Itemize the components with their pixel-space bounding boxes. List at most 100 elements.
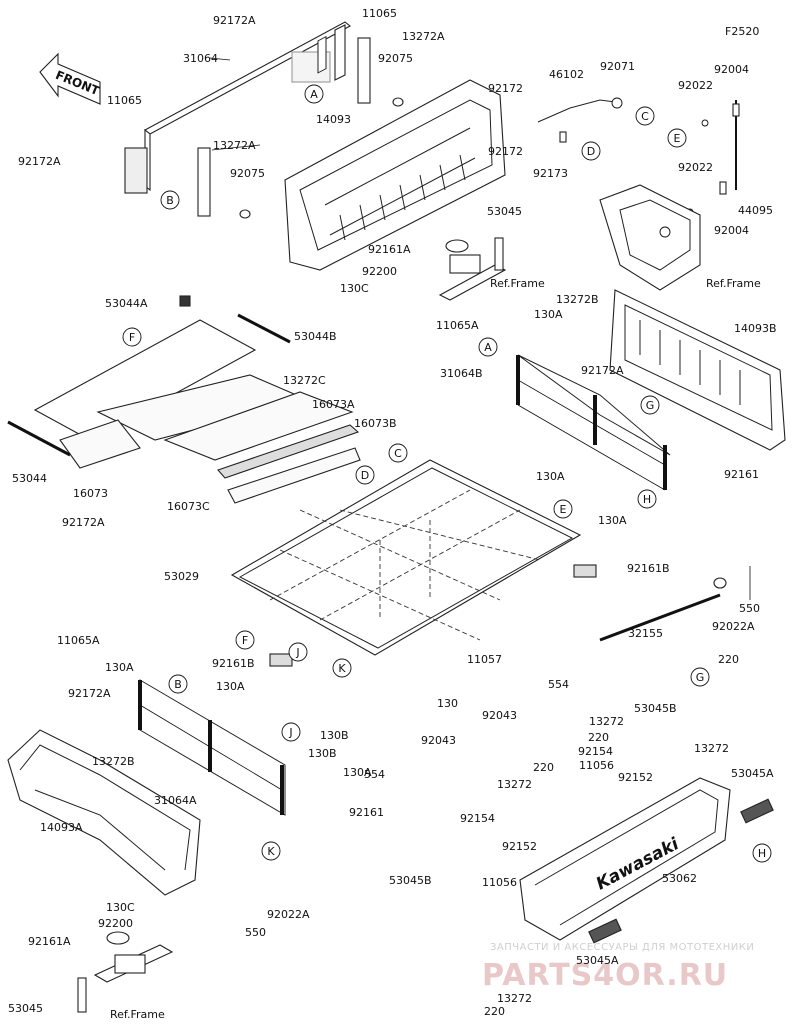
part-number-label: 92075 — [378, 52, 413, 65]
front-arrow-icon: FRONT — [39, 52, 102, 105]
part-number-label: 92161B — [212, 657, 255, 670]
part-number-label: 31064A — [154, 794, 197, 807]
callout-letter: C — [641, 110, 649, 123]
part-number-label: 130A — [105, 661, 134, 674]
part-number-label: 92161A — [28, 935, 71, 948]
part-number-label: 16073C — [167, 500, 210, 513]
part-number-label: 92172A — [581, 364, 624, 377]
part-number-label: 92161B — [627, 562, 670, 575]
part-number-label: 92154 — [460, 812, 495, 825]
callout-letter: H — [643, 493, 651, 506]
part-number-label: 130A — [536, 470, 565, 483]
part-number-label: 554 — [548, 678, 569, 691]
watermark-line1: ЗАПЧАСТИ И АКСЕССУАРЫ ДЛЯ МОТОТЕХНИКИ — [490, 942, 754, 953]
tailgate-53062: Kawasaki — [519, 777, 774, 944]
part-number-label: 53045A — [576, 954, 619, 967]
callout-circle — [637, 489, 657, 509]
callout-letter: B — [174, 678, 182, 691]
callout-letter: E — [560, 503, 567, 516]
callout-letter: H — [758, 847, 766, 860]
callout-letter: C — [394, 447, 402, 460]
part-number-label: 92172 — [488, 145, 523, 158]
part-number-label: 550 — [739, 602, 760, 615]
part-number-label: 92043 — [482, 709, 517, 722]
part-number-label: 92161A — [368, 243, 411, 256]
part-number-label: 53045B — [389, 874, 432, 887]
callout-circle — [304, 84, 324, 104]
part-number-label: 92161 — [724, 468, 759, 481]
right-side-panel — [609, 289, 786, 451]
part-number-label: 53045A — [731, 767, 774, 780]
bed-liner-panels — [7, 295, 361, 504]
callout-letter: G — [696, 671, 705, 684]
figure-code: F2520 — [725, 25, 759, 38]
part-number-label: 53045B — [634, 702, 677, 715]
frame-reference-bracket — [599, 184, 701, 291]
part-number-label: 130C — [106, 901, 135, 914]
part-number-label: 220 — [533, 761, 554, 774]
callout-circle — [261, 841, 281, 861]
callout-circle — [667, 128, 687, 148]
part-number-label: 92022A — [267, 908, 310, 921]
part-number-label: 13272 — [497, 778, 532, 791]
part-number-label: 11056 — [579, 759, 614, 772]
part-number-label: 220 — [484, 1005, 505, 1018]
callout-circle — [168, 674, 188, 694]
part-number-label: 554 — [364, 768, 385, 781]
part-number-label: 11056 — [482, 876, 517, 889]
part-number-label: 53045 — [8, 1002, 43, 1015]
part-number-label: 11057 — [467, 653, 502, 666]
part-number-label: 32155 — [628, 627, 663, 640]
callout-circle — [235, 630, 255, 650]
cargo-bed-frame — [230, 459, 597, 667]
callout-letter: E — [674, 132, 681, 145]
ref-frame-label: Ref.Frame — [490, 277, 545, 290]
callout-circle — [332, 658, 352, 678]
part-number-label: 92004 — [714, 224, 749, 237]
part-number-label: 92043 — [421, 734, 456, 747]
part-number-label: 31064B — [440, 367, 483, 380]
part-number-label: 92071 — [600, 60, 635, 73]
part-number-label: 92152 — [618, 771, 653, 784]
part-number-label: 92161 — [349, 806, 384, 819]
callout-circle — [388, 443, 408, 463]
callout-letter: A — [484, 341, 492, 354]
part-number-label: 13272 — [589, 715, 624, 728]
part-number-label: 11065 — [107, 94, 142, 107]
part-number-label: 92200 — [98, 917, 133, 930]
ref-frame-label: Ref.Frame — [706, 277, 761, 290]
part-number-label: 16073A — [312, 398, 355, 411]
tailgate-latch-bracket — [438, 237, 507, 301]
part-number-label: 130A — [598, 514, 627, 527]
part-number-label: 16073 — [73, 487, 108, 500]
part-number-label: 92022 — [678, 161, 713, 174]
part-number-label: 13272 — [497, 992, 532, 1005]
part-number-label: 31064 — [183, 52, 218, 65]
callout-letter: J — [295, 646, 299, 659]
callout-circle — [640, 395, 660, 415]
part-number-label: 16073B — [354, 417, 397, 430]
part-number-label: 220 — [718, 653, 739, 666]
part-number-label: 46102 — [549, 68, 584, 81]
rear-gate-panel — [284, 35, 506, 271]
callout-letter: F — [129, 331, 135, 344]
callout-letter: D — [587, 145, 595, 158]
part-number-label: 53062 — [662, 872, 697, 885]
callout-letter: A — [310, 88, 318, 101]
part-number-label: 92022 — [678, 79, 713, 92]
part-number-label: 13272C — [283, 374, 326, 387]
right-side-frame — [516, 354, 671, 491]
left-side-frame — [138, 679, 286, 816]
part-number-label: 92172 — [488, 82, 523, 95]
callout-circle — [553, 499, 573, 519]
part-number-label: 92172A — [18, 155, 61, 168]
part-number-label: 550 — [245, 926, 266, 939]
callout-circle — [281, 722, 301, 742]
left-side-panel — [7, 729, 201, 896]
part-number-label: 220 — [588, 731, 609, 744]
part-number-label: 53029 — [164, 570, 199, 583]
callout-letter: J — [288, 726, 292, 739]
